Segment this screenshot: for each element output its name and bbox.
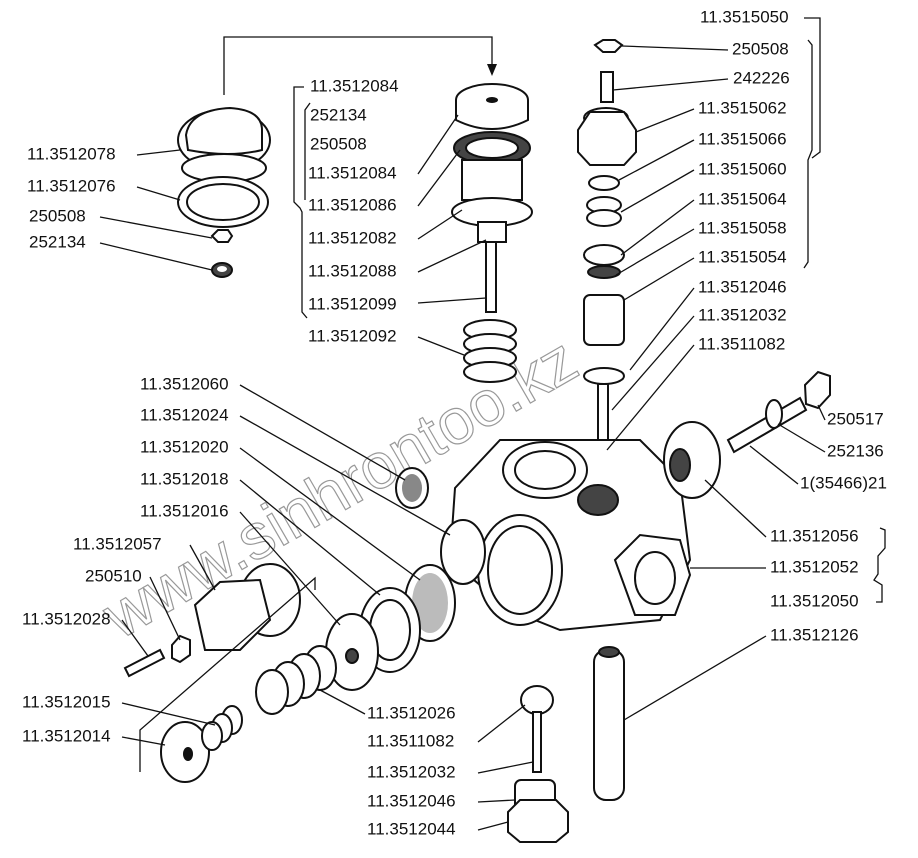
label-gasket-b: 11.3512018 [140,469,229,488]
label-pump-washer: 252134 [310,105,367,124]
label-gasket-a: 11.3512024 [140,405,229,424]
label-bot-fitting: 11.3512046 [367,791,456,810]
label-plug-nut: 250510 [85,566,142,585]
label-bot-valve: 11.3511082 [367,731,454,750]
cap-plug-part [177,106,271,278]
label-valve-body: 11.3515054 [698,247,787,266]
label-top-spring: 11.3512032 [698,305,787,324]
label-valve-ring: 11.3515058 [698,218,787,237]
assembly-arrow [223,36,493,95]
bolt-part [726,370,831,454]
label-plug-screw: 11.3512028 [22,609,111,628]
label-pump-spring: 11.3512092 [308,326,397,345]
part-labels: 11.3512078 11.3512076 250508 252134 11.3… [22,7,887,838]
label-plug-cover: 11.3512057 [73,534,162,553]
label-pump-nut: 250508 [310,134,367,153]
label-pump-rod: 11.3512088 [308,261,397,280]
bracket-pump [293,86,308,319]
label-filter: 11.3512020 [140,437,229,456]
arrow-head-icon [487,64,497,76]
label-bolt-seal: 1(35466)21 [800,473,887,492]
leader-lines [99,45,826,831]
label-pump-pin: 11.3512099 [308,294,397,313]
side-parts [123,467,486,783]
label-cap-ring: 11.3512076 [27,176,116,195]
bracket-valve [804,17,821,159]
label-pump-body: 11.3512082 [308,228,397,247]
bracket-valve-inner [803,39,813,269]
label-top-valve: 11.3511082 [698,334,785,353]
label-valve-spring: 11.3515060 [698,159,787,178]
pump-housing-part [448,421,721,632]
label-housing-assy: 11.3512050 [770,591,859,610]
bottom-valve-part [507,646,625,843]
label-valve-cap: 11.3515062 [698,98,787,117]
label-small-spring: 11.3512015 [22,692,111,711]
label-screen: 11.3512060 [140,374,229,393]
label-bot-spring: 11.3512032 [367,762,456,781]
label-valve-nut: 250508 [732,39,789,58]
hand-pump-part [451,83,533,383]
bracket-pump-inner [304,102,311,200]
label-side-gasket: 11.3512056 [770,526,859,545]
bracket-housing [873,527,886,603]
valve-stack-part [577,39,637,463]
label-pump-seal: 11.3512086 [308,195,397,214]
label-cap-plug: 11.3512078 [27,144,116,163]
label-tube: 11.3512126 [770,625,859,644]
label-pump-knob: 11.3512084 [308,163,397,182]
label-big-spring: 11.3512026 [367,703,456,722]
label-disc: 11.3512016 [140,501,229,520]
label-plunger: 11.3512014 [22,726,111,745]
label-bolt: 250517 [827,409,884,428]
label-bolt-washer: 252136 [827,441,884,460]
label-housing: 11.3512052 [770,557,859,576]
label-pump-assy: 11.3512084 [310,76,399,95]
label-valve-screw: 242226 [733,68,790,87]
label-cap-nut: 250508 [29,206,86,225]
label-valve-washer: 11.3515066 [698,129,787,148]
label-bot-nut: 11.3512044 [367,819,456,838]
label-top-fitting: 11.3512046 [698,277,787,296]
label-valve-assy: 11.3515050 [700,7,789,26]
label-cap-washer: 252134 [29,232,86,251]
label-valve-seat: 11.3515064 [698,189,787,208]
